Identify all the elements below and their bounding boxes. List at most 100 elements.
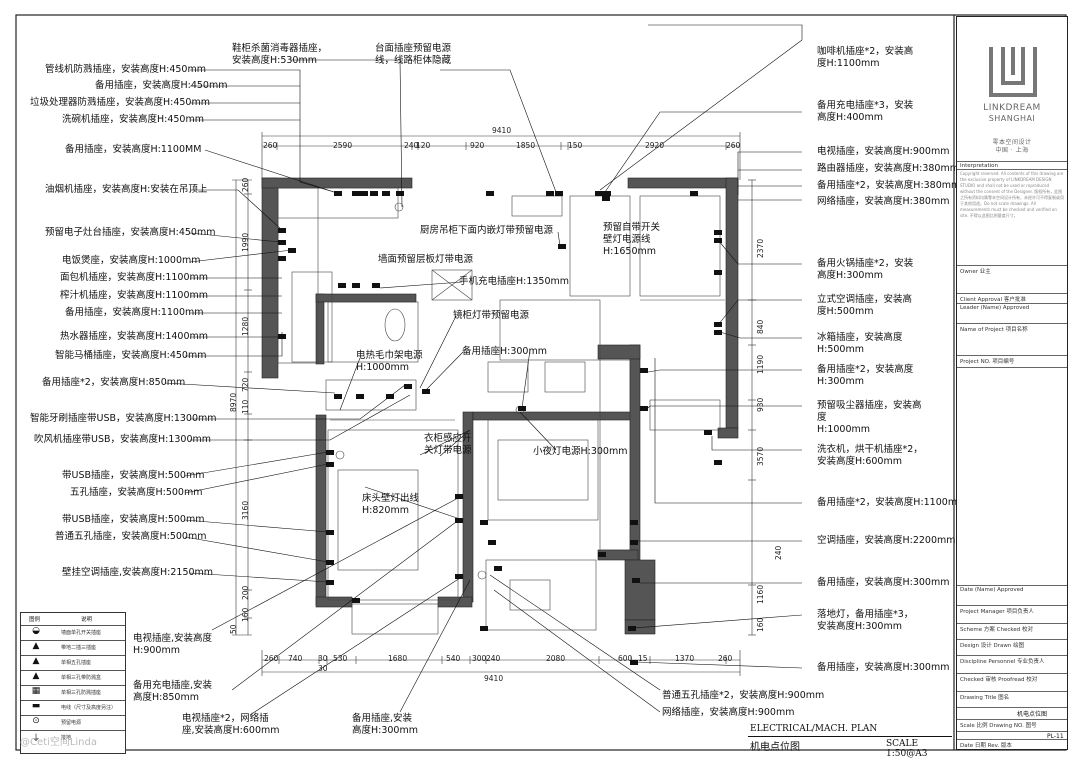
dim-bottom: 30 <box>318 654 328 663</box>
brand-cn: 零本空间设计 <box>992 139 1032 146</box>
tb-field: Owner 业主 <box>960 269 991 275</box>
dim-left: 110 <box>241 399 250 414</box>
dim-bottom: 300 <box>472 654 487 663</box>
tb-field: Scheme 方案 Checked 校对 <box>960 627 1033 633</box>
dim-top: 260 <box>263 141 278 150</box>
dim-right: 240 <box>774 545 783 560</box>
annotation: 热水器插座，安装高度H:1400mm <box>60 331 209 342</box>
dim-bottom: 240 <box>486 654 501 663</box>
tb-field: Date (Name) Approved <box>960 587 1024 593</box>
legend-item: 单相三孔带防溅盒 <box>61 675 102 681</box>
tb-sheet-no: PL-11 <box>1047 733 1064 740</box>
brand-city: SHANGHAI <box>988 114 1036 123</box>
tb-field: Project Manager 项目负责人 <box>960 609 1034 615</box>
annotation: 鞋柜杀菌消毒器插座，安装高度H:530mm <box>232 43 328 66</box>
dim-left-total: 8970 <box>229 392 238 412</box>
annotation: 墙面预留层板灯带电源 <box>378 254 474 265</box>
annotation: 备用插座，安装高度H:300mm <box>817 577 950 588</box>
dim-right: 840 <box>756 319 765 334</box>
annotation: 备用插座，安装高度H:1100MM <box>65 144 202 155</box>
dim-bottom: 530 <box>333 654 348 663</box>
dim-top: 2590 <box>333 141 353 150</box>
tb-field: Checked 审核 Proofread 校对 <box>960 677 1038 683</box>
legend-item: 接地 <box>61 735 72 741</box>
legend: 图例 说明 ◒墙面单孔开关插座 ▲带地二插三插座 ▲单相五孔插座 ▲单相三孔带防… <box>20 612 126 754</box>
dim-left: 3160 <box>241 500 250 520</box>
annotation: 管线机防溅插座，安装高度H:450mm <box>45 64 206 75</box>
dim-top: 2920 <box>645 141 665 150</box>
annotation: 落地灯，备用插座*3，安装高度H:300mm <box>817 609 914 632</box>
dim-top: 920 <box>470 141 485 150</box>
dim-left: 720 <box>241 377 250 392</box>
dim-right: 2370 <box>756 238 765 258</box>
annotation: 洗碗机插座，安装高度H:450mm <box>62 114 204 125</box>
annotation: 手机充电插座H:1350mm <box>459 276 570 287</box>
linkdream-logo <box>989 47 1037 97</box>
annotation: 网络插座，安装高度H:380mm <box>817 196 950 207</box>
dim-top: 1850 <box>516 141 536 150</box>
dim-bottom: 1680 <box>388 654 408 663</box>
dim-bottom-total: 9410 <box>484 674 504 683</box>
tb-field: Project NO. 项目编号 <box>960 359 1015 365</box>
reserved-power-icon: ⊙ <box>32 716 40 726</box>
annotation: 备用火锅插座*2，安装高度H:300mm <box>817 258 914 281</box>
annotation: 五孔插座，安装高度H:500mm <box>70 487 203 498</box>
plan-title-en: ELECTRICAL/MACH. PLAN <box>750 724 878 734</box>
socket-icon: ◒ <box>32 626 40 636</box>
dim-left: 1990 <box>241 232 250 252</box>
annotation: 带USB插座，安装高度H:500mm <box>62 514 205 525</box>
annotation: 厨房吊柜下面内嵌灯带预留电源 <box>420 225 554 236</box>
annotation: 备用充电插座*3，安装高度H:400mm <box>817 100 914 123</box>
annotation: 电视插座*2，网络插座,安装高度H:600mm <box>182 713 280 736</box>
dim-bottom: 740 <box>288 654 303 663</box>
tb-copyright: Copyright reserved. All contents of this… <box>960 171 1064 218</box>
annotation: 咖啡机插座*2，安装高度H:1100mm <box>817 46 914 69</box>
legend-item: 预留电源 <box>61 720 82 726</box>
tb-field: Design 设计 Drawn 绘图 <box>960 643 1025 649</box>
tb-field: Date 日期 Rev. 版本 <box>960 743 1012 749</box>
dim-top: 260 <box>726 141 741 150</box>
dim-bottom: 600 <box>618 654 633 663</box>
legend-item: 电线（尺寸及高度另注） <box>61 705 117 711</box>
annotation: 网络插座，安装高度H:900mm <box>662 707 795 718</box>
socket-icon: ▲ <box>32 641 40 651</box>
dim-bottom: 1370 <box>675 654 695 663</box>
brand-cn-city: 中国 · 上海 <box>995 147 1029 154</box>
plan-title-cn: 机电点位图 <box>750 742 800 753</box>
title-block: LINKDREAM SHANGHAI 零本空间设计 中国 · 上海 Interp… <box>956 16 1068 750</box>
legend-item: 墙面单孔开关插座 <box>61 630 102 636</box>
annotation: 预留电子灶台插座，安装高度H:450mm <box>45 227 216 238</box>
watermark: @Ceti空间Linda <box>20 737 97 748</box>
dim-top: 120 <box>416 141 431 150</box>
tb-drawing-title: 机电点位图 <box>1017 711 1048 718</box>
annotation: 备用插座，安装高度H:300mm <box>817 662 950 673</box>
annotation: 普通五孔插座，安装高度H:500mm <box>55 531 207 542</box>
annotation: 普通五孔插座*2，安装高度H:900mm <box>662 690 825 701</box>
annotation: 衣柜感应开关灯带电源 <box>424 433 472 456</box>
annotation: 备用充电插座,安装高度H:850mm <box>133 680 213 703</box>
dim-bottom: 260 <box>264 654 279 663</box>
ground-icon: ⏚ <box>31 734 41 744</box>
legend-item: 单相五孔插座 <box>61 660 92 666</box>
dim-left: 160 <box>241 607 250 622</box>
annotation: 路由器插座，安装高度H:380mm <box>817 163 959 174</box>
annotation: 吹风机插座带USB，安装高度H:1300mm <box>34 434 212 445</box>
annotation: 备用插座，安装高度H:450mm <box>95 80 228 91</box>
dim-bottom: 15 <box>638 654 648 663</box>
legend-header-desc: 说明 <box>81 617 93 623</box>
annotation: 备用插座*2，安装高度H:850mm <box>42 377 186 388</box>
annotation: 立式空调插座，安装高度H:500mm <box>817 294 913 317</box>
tb-field: Client Approval 客户批准 <box>960 297 1026 303</box>
socket-icon: ▲ <box>32 671 40 681</box>
plan-title-block: ELECTRICAL/MACH. PLAN 机电点位图 SCALE 1:50@A… <box>748 724 952 759</box>
dim-left: 1280 <box>241 316 250 336</box>
annotation: 电饭煲座，安装高度H:1000mm <box>62 255 201 266</box>
tb-field: Interpretation <box>960 163 998 169</box>
annotation: 备用插座,安装高度H:300mm <box>352 713 418 736</box>
